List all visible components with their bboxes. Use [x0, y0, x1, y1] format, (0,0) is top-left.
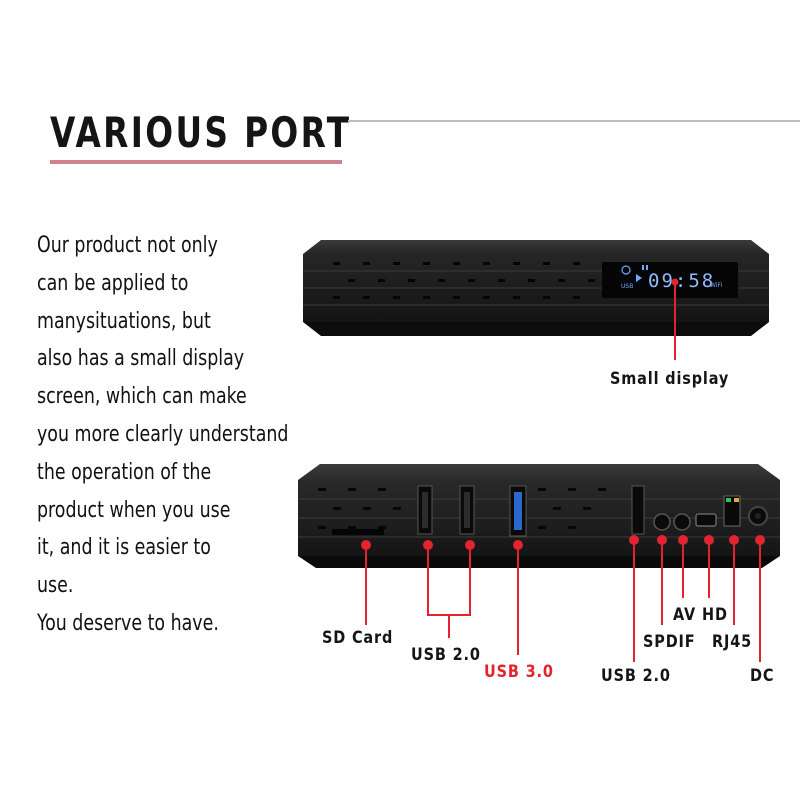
description-line: product when you use — [37, 497, 231, 523]
description-line: You deserve to have. — [37, 610, 219, 636]
label-small-display: Small display — [610, 369, 730, 389]
label-usb20-right: USB 2.0 — [601, 666, 671, 686]
rj45-port — [723, 495, 741, 527]
label-sd-card: SD Card — [322, 628, 394, 648]
description-line: also has a small display — [37, 346, 245, 372]
description-line: it, and it is easier to — [37, 535, 211, 561]
device-back-image — [298, 464, 780, 568]
title-underline — [50, 160, 342, 164]
label-dc: DC — [750, 666, 775, 686]
spdif-port — [653, 513, 671, 531]
pause-icon — [642, 265, 644, 270]
description-line: screen, which can make — [37, 384, 247, 410]
description-line: Our product not only — [37, 233, 218, 258]
hd-port — [695, 513, 717, 527]
display-usb-text: USB — [621, 283, 633, 290]
clock-icon — [621, 265, 631, 275]
label-av: AV — [673, 605, 697, 625]
description-line: you more clearly understand — [37, 421, 289, 447]
description-text: Our product not only can be applied to m… — [37, 227, 327, 643]
av-port — [673, 513, 691, 531]
page-title: VARIOUS PORT — [50, 108, 352, 157]
small-display-marker — [671, 278, 679, 286]
small-display-panel — [602, 262, 738, 298]
description-line: can be applied to — [37, 270, 189, 296]
title-rule — [348, 120, 800, 122]
play-icon — [636, 274, 642, 282]
display-time: 09:58 — [648, 270, 715, 292]
label-usb20-pair: USB 2.0 — [411, 645, 481, 665]
label-spdif: SPDIF — [643, 632, 696, 652]
description-line: use. — [37, 573, 74, 599]
device-front-image: USB 09:58 WiFi — [303, 240, 769, 336]
label-hd: HD — [702, 605, 728, 625]
display-wifi-text: WiFi — [710, 282, 722, 289]
description-line: manysituations, but — [37, 308, 211, 334]
usb20-port-right — [631, 485, 645, 535]
label-usb30: USB 3.0 — [484, 662, 554, 682]
description-line: the operation of the — [37, 459, 212, 485]
sd-card-slot — [332, 529, 384, 535]
label-rj45: RJ45 — [712, 632, 753, 652]
